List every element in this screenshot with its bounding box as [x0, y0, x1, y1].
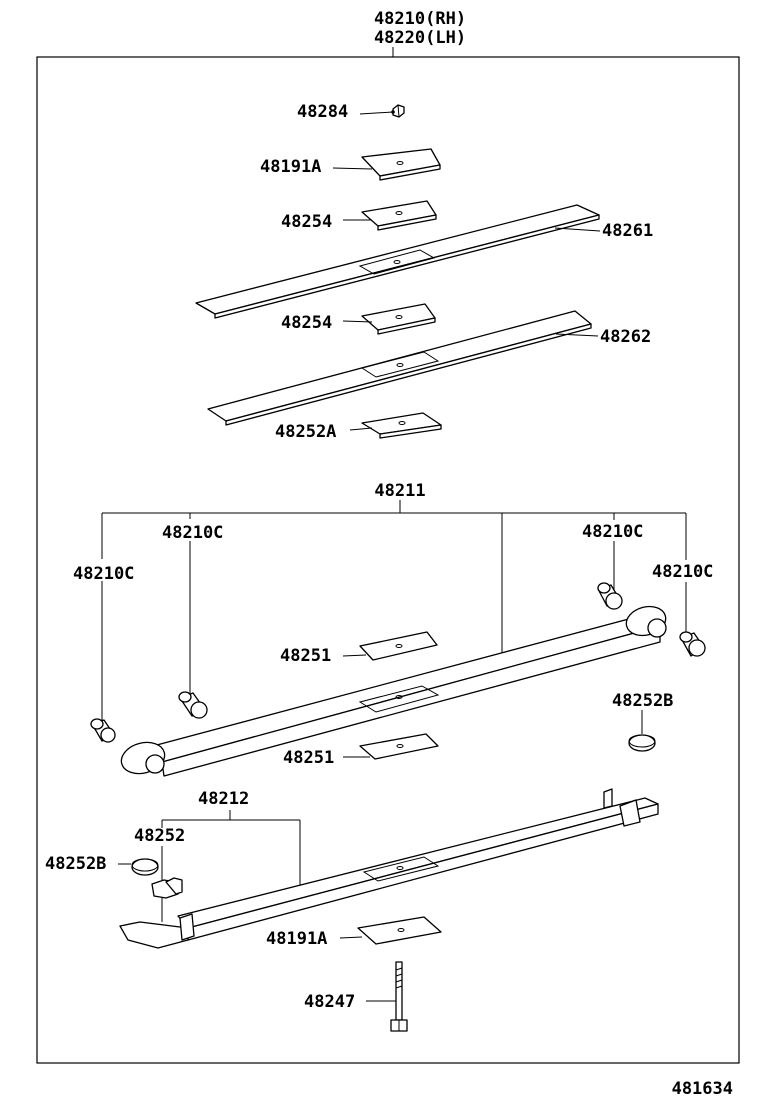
label-pad-bottom: 48191A: [266, 929, 327, 949]
label-liner-main-top: 48251: [280, 646, 331, 666]
leaf-2-part: [207, 310, 592, 426]
assembly-number-lh: 48220(LH): [374, 28, 466, 48]
label-clip: 48252: [134, 826, 185, 846]
label-stopper-right: 48252B: [612, 691, 673, 711]
assembly-frame: [36, 56, 740, 1064]
label-main-leaf: 48211: [374, 481, 425, 501]
liner-main-bottom-part: [359, 733, 439, 760]
label-liner-1: 48254: [281, 212, 332, 232]
liner-2-part: [361, 303, 436, 335]
label-leaf-2: 48262: [600, 327, 651, 347]
liner-3-part: [361, 412, 442, 439]
bushing-rear-inner-part: [597, 582, 623, 610]
leaf-1-part: [195, 204, 600, 319]
clip-part: [151, 877, 183, 922]
label-stopper-left: 48252B: [45, 854, 106, 874]
bushing-front-outer-part: [90, 718, 116, 743]
pad-bottom-part: [357, 916, 442, 945]
figure-id: 481634: [672, 1079, 733, 1099]
second-leaf-part: [119, 788, 659, 949]
label-bushing-rear-outer: 48210C: [652, 562, 713, 582]
label-leaf-1: 48261: [602, 221, 653, 241]
stopper-left-part: [131, 858, 159, 876]
nut-part: [392, 104, 405, 118]
liner-main-top-part: [359, 631, 438, 661]
label-bushing-rear-inner: 48210C: [582, 522, 643, 542]
label-pad-top: 48191A: [260, 157, 321, 177]
label-center-bolt: 48247: [304, 992, 355, 1012]
label-second-leaf: 48212: [198, 789, 249, 809]
pad-top-part: [361, 148, 441, 181]
label-bushing-front-inner: 48210C: [162, 523, 223, 543]
label-liner-3: 48252A: [275, 422, 336, 442]
center-bolt-part: [390, 961, 408, 1032]
main-leaf-part: [120, 605, 667, 777]
liner-1-part: [361, 200, 437, 231]
bushing-front-inner-part: [178, 691, 208, 719]
label-liner-2: 48254: [281, 313, 332, 333]
bushing-rear-outer-part: [679, 631, 706, 657]
label-liner-main-bottom: 48251: [283, 748, 334, 768]
label-nut: 48284: [297, 102, 348, 122]
label-bushing-front-outer: 48210C: [73, 564, 134, 584]
assembly-number-rh: 48210(RH): [374, 9, 466, 29]
stopper-right-part: [628, 734, 656, 752]
